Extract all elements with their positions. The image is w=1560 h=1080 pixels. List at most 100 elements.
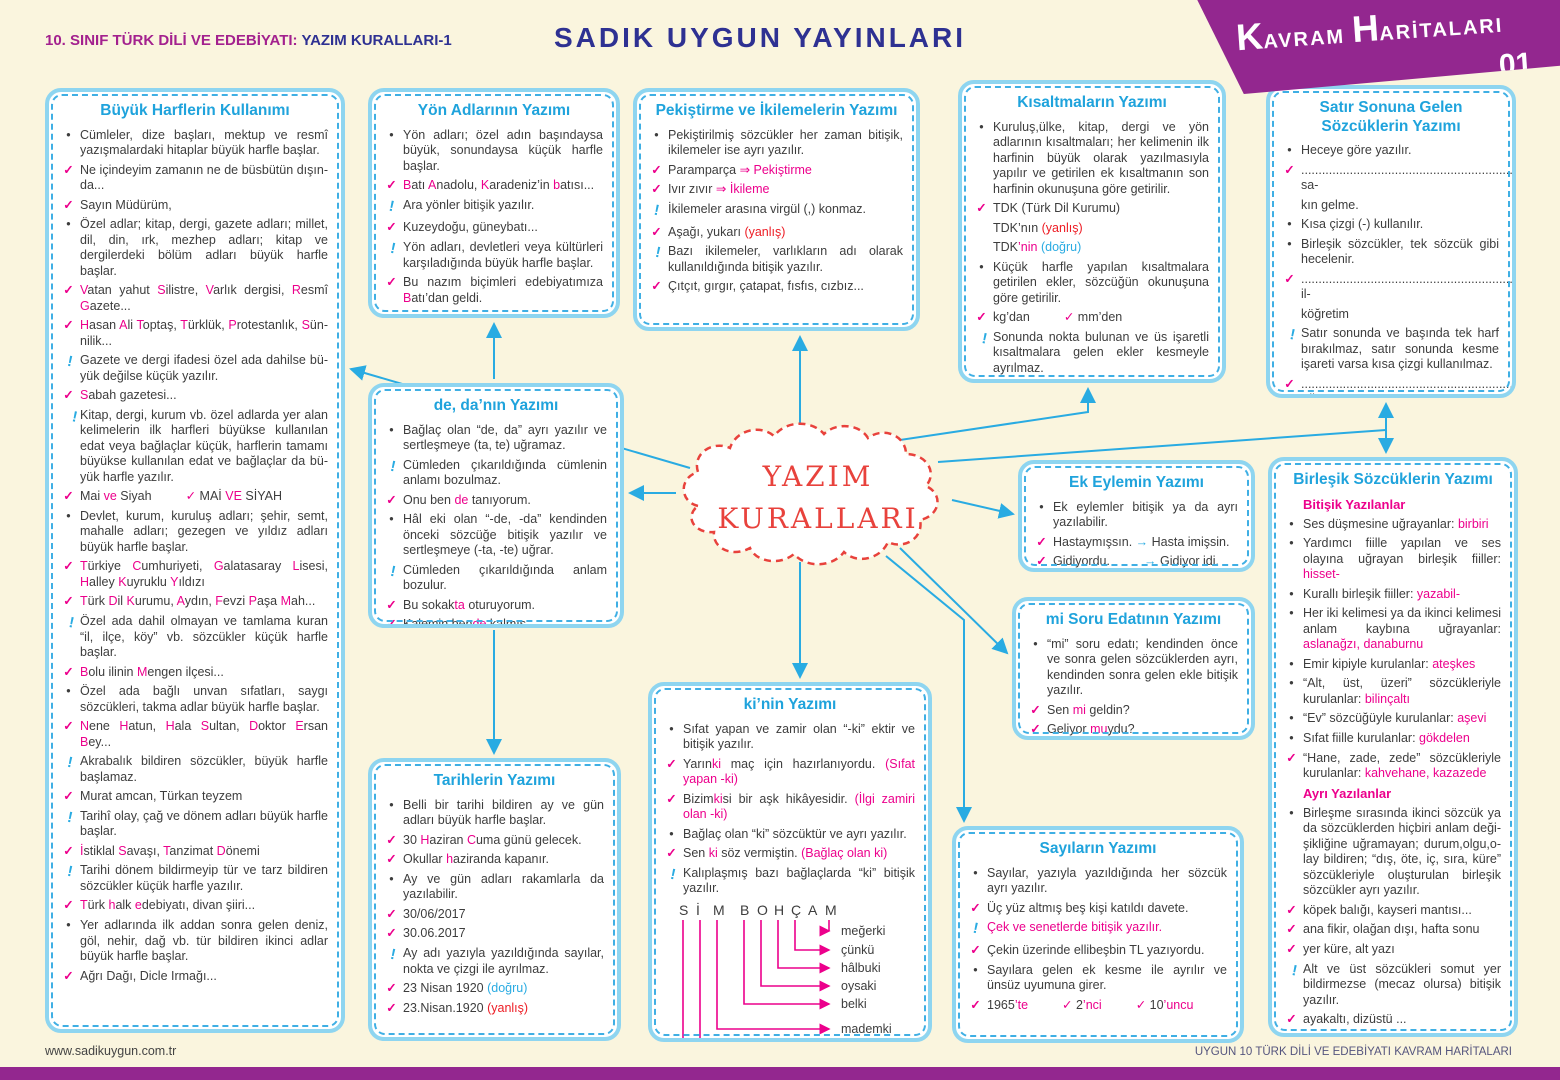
bullet-icon: • <box>1289 516 1294 531</box>
rule-text: Sayılar, yazıyla yazıldığında her sözcük… <box>987 865 1227 896</box>
rule-text: Özel ada bağlı unvan sıfatları, saygı sö… <box>80 684 328 714</box>
brand-banner: KAVRAM HARİTALARI 01 <box>1197 0 1560 94</box>
check-icon: ✓ <box>1030 702 1041 717</box>
rule-item: •“Ev” sözcüğüyle kurulanlar: aşevi <box>1285 711 1501 727</box>
rule-text: 30.06.2017 <box>403 926 466 941</box>
rule-item: köğretim <box>1283 307 1499 323</box>
bullet-icon: • <box>669 826 674 841</box>
check-icon: ✓ <box>63 719 74 734</box>
rule-text: Kitap, dergi, kurum vb. özel adlarda yer… <box>80 407 328 484</box>
rule-item: !Yön adları, devletleri veya kültürleri … <box>385 240 603 271</box>
rule-item: !Cümleden çıkarıldığında anlam bozulur. <box>385 563 607 594</box>
rule-text: kg’dan✓ mm’den <box>993 310 1123 325</box>
rule-text: köpek balığı, kayseri mantısı... <box>1303 902 1472 917</box>
rule-text: yer küre, alt yazı <box>1303 941 1395 956</box>
rule-item: ✓Sayın Müdürüm, <box>62 198 328 214</box>
sheet-label: YAZIM KURALLARI-1 <box>301 32 452 49</box>
check-icon: ✓ <box>63 162 74 177</box>
rule-item: kın gelme. <box>1283 198 1499 214</box>
rule-text: Türkiye Cumhuriyeti, Galatasaray Lisesi,… <box>80 559 328 589</box>
rule-text: Bolu ilinin Mengen ilçesi... <box>80 664 224 679</box>
rule-text: 1965’te✓ 2’nci✓ 10’uncu <box>987 997 1194 1012</box>
bullet-icon: • <box>1289 676 1294 691</box>
check-icon: ✓ <box>970 997 981 1012</box>
rule-text: TDK (Türk Dil Kurumu) <box>993 201 1121 216</box>
publisher-title: SADIK UYGUN YAYINLARI <box>553 22 967 53</box>
rule-item: ✓Çekin üzerinde ellibeşbin TL yazıyordu. <box>969 943 1227 959</box>
rule-text: ........................................… <box>1301 162 1516 193</box>
check-icon: ✓ <box>386 492 397 507</box>
check-icon: ✓ <box>63 318 74 333</box>
rule-text: Ek eylemler bitişik ya da ayrı yazıla­bi… <box>1053 499 1238 530</box>
rule-item: ✓Murat amcan, Türkan teyzem <box>62 789 328 805</box>
box-title: Birleşik Sözcüklerin Yazımı <box>1293 471 1493 488</box>
rule-item: •Ay ve gün adları rakamlarla da yazılabi… <box>385 872 604 903</box>
bullet-icon: • <box>973 865 978 880</box>
rule-item: ✓ köpek balığı, kayseri mantısı... <box>1285 903 1501 919</box>
bullet-icon: • <box>979 259 984 274</box>
bullet-icon: • <box>1289 656 1294 671</box>
no-marker <box>1283 307 1296 323</box>
rule-text: “Hane, zade, zede” sözcükleriyle ku­rula… <box>1303 750 1501 781</box>
check-icon: ✓ <box>1286 750 1297 765</box>
rule-text: köğretim <box>1301 306 1349 321</box>
check-icon: ✓ <box>975 380 988 383</box>
bullet-icon: • <box>389 871 394 886</box>
rule-text: Kalıplaşmış bazı bağlaçlarda “ki” bitişi… <box>683 865 915 896</box>
rule-item: ✓Türkiye Cumhuriyeti, Galatasaray Lisesi… <box>62 559 328 590</box>
box-title: Ek Eylemin Yazımı <box>1069 474 1204 491</box>
rule-text: Onu ben de tanıyorum. <box>403 492 531 507</box>
rule-item: ✓Hastaymışsın. → Hasta imişsin. <box>1035 535 1238 551</box>
rule-text: Bu nazım biçimleri edebiyatımıza Batı’da… <box>403 275 603 305</box>
check-icon: ✓ <box>386 220 397 235</box>
check-icon: ✓ <box>1284 162 1295 177</box>
check-icon: ✓ <box>651 279 662 294</box>
rule-text: Hasan Ali Toptaş, Türklük, Protestanlık,… <box>80 318 328 348</box>
rule-item: •Kısa çizgi (-) kullanılır. <box>1283 217 1499 233</box>
rule-text: Pekiştirilmiş sözcükler her zaman bitişi… <box>668 127 903 158</box>
rule-item: •Sıfat yapan ve zamir olan “-ki” ektir v… <box>665 722 915 753</box>
brand-number: 01 <box>1497 46 1534 83</box>
rule-text: Kısa çizgi (-) kullanılır. <box>1301 217 1424 232</box>
rule-text: ayakaltı, dizüstü ... <box>1303 1012 1407 1027</box>
rule-text: Özel adlar; kitap, dergi, gazete adları;… <box>80 217 328 278</box>
rule-item: ✓ “Hane, zade, zede” sözcükleriyle ku­rul… <box>1285 751 1501 782</box>
rule-item: •Yer adlarında ilk addan sonra gelen den… <box>62 918 328 965</box>
rule-item: ✓Ağrı Dağı, Dicle Irmağı... <box>62 969 328 985</box>
bullet-icon: • <box>66 508 71 523</box>
brand-name: KAVRAM HARİTALARI <box>1234 7 1505 59</box>
rule-text: Emir kipiyle kurulanlar: ateşkes <box>1303 656 1476 671</box>
check-icon: ✓ <box>63 898 74 913</box>
check-icon: ✓ <box>63 789 74 804</box>
rule-item: ✓Yarınki maç için hazırlanıyordu. (Sıfat… <box>665 757 915 788</box>
check-icon: ✓ <box>386 178 397 193</box>
check-icon: ✓ <box>651 224 662 239</box>
rule-item: ✓ 1965’te✓ 2’nci✓ 10’uncu <box>969 998 1227 1014</box>
check-icon: ✓ <box>386 597 397 612</box>
rule-item: !Özel ada dahil olmayan ve tamlama kuran… <box>62 614 328 661</box>
check-icon: ✓ <box>1286 902 1297 917</box>
rule-item: •Yardımcı fiille yapılan ve ses olayına … <box>1285 536 1501 583</box>
rule-text: Her iki kelimesi ya da ikinci kelimesi a… <box>1303 606 1501 652</box>
rule-text: Hâl eki olan “-de, -da” kendinden önceki… <box>403 512 607 558</box>
check-icon: ✓ <box>651 182 662 197</box>
rule-text: Ses düşmesine uğrayanlar: birbiri <box>1303 516 1489 531</box>
rule-text: Satır sonunda ve başında tek harf bırakı… <box>1301 326 1499 372</box>
check-icon: ✓ <box>63 388 74 403</box>
bullet-icon: • <box>389 797 394 812</box>
rule-text: Tarihi dönem bildirmeyip tür ve tarz bil… <box>80 863 328 893</box>
rule-item: ✓Alm.dan, m2ye <box>975 380 1209 383</box>
rule-item: • Emir kipiyle kurulanlar: ateşkes <box>1285 657 1501 673</box>
rule-text: Kalemin bende kalmış. <box>403 617 530 628</box>
rule-text: Cümleler, dize başları, mektup ve resmî … <box>80 127 328 158</box>
website-link: www.sadikuygun.com.tr <box>45 1044 177 1058</box>
rule-item: •“Alt, üst, üzeri” sözcükleriyle kurulan… <box>1285 676 1501 707</box>
svg-text:meğerki: meğerki <box>841 924 885 938</box>
bullet-icon: • <box>66 127 71 142</box>
rule-item: •Sayılara gelen ek kesme ile ayrılır ve … <box>969 963 1227 994</box>
check-icon: ✓ <box>386 1000 397 1015</box>
warning-icon: ! <box>1290 961 1299 980</box>
svg-text:M: M <box>713 902 726 918</box>
rule-item: ✓yer küre, alt yazı <box>1285 942 1501 958</box>
box-title: de, da’nın Yazımı <box>433 397 559 414</box>
